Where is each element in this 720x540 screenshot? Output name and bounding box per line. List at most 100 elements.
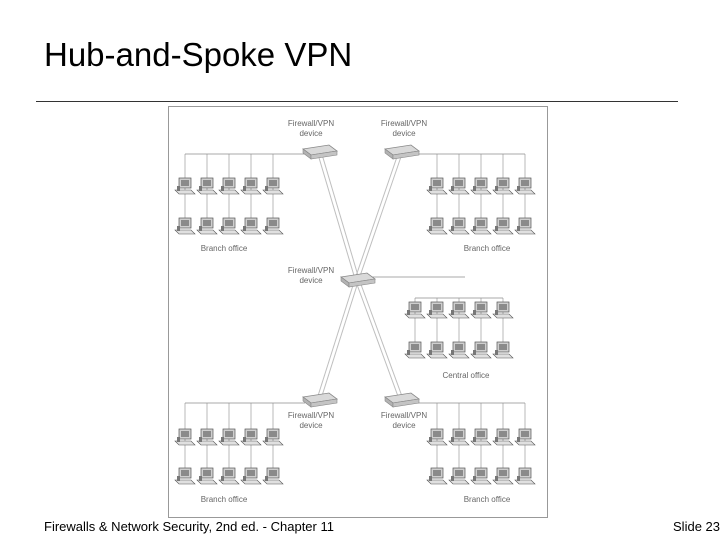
screen <box>269 180 277 186</box>
branch-office-label-top-right: Branch office <box>464 244 511 253</box>
tower <box>177 226 180 231</box>
workstation-icon <box>514 467 536 485</box>
workstation-icon <box>240 177 262 195</box>
firewall-vpn-device <box>383 392 421 408</box>
workstation-icon <box>426 301 448 319</box>
workstation-icon <box>492 301 514 319</box>
tower <box>429 350 432 355</box>
workstation-icon <box>492 341 514 359</box>
screen <box>411 344 419 350</box>
screen <box>433 304 441 310</box>
workstation-icon <box>426 467 448 485</box>
tower <box>473 310 476 315</box>
screen <box>269 220 277 226</box>
branch-office-label-bottom-left: Branch office <box>201 495 248 504</box>
device-label-bottom-left-line2: device <box>299 421 323 430</box>
tower <box>429 226 432 231</box>
screen <box>499 180 507 186</box>
screen <box>433 344 441 350</box>
vpn-tunnel-top-right <box>358 150 404 280</box>
screen <box>181 431 189 437</box>
tower <box>429 437 432 442</box>
tower <box>517 476 520 481</box>
workstation-icon <box>174 467 196 485</box>
tower <box>221 437 224 442</box>
vpn-tunnel-top-left <box>320 150 360 280</box>
screen <box>521 431 529 437</box>
central-office-label: Central office <box>443 371 491 380</box>
branch-office-label-bottom-right: Branch office <box>464 495 511 504</box>
workstation-icon <box>426 428 448 446</box>
workstation-icon <box>492 428 514 446</box>
vpn-tunnel-top-right <box>354 150 400 280</box>
tower <box>407 310 410 315</box>
tower <box>177 437 180 442</box>
workstation-icon <box>448 301 470 319</box>
workstation-icon <box>470 341 492 359</box>
screen <box>455 220 463 226</box>
tower <box>429 476 432 481</box>
workstation-icon <box>492 177 514 195</box>
tower <box>221 226 224 231</box>
device-label-bottom-right-line1: Firewall/VPN <box>381 411 427 420</box>
tower <box>473 186 476 191</box>
screen <box>203 180 211 186</box>
tower <box>473 350 476 355</box>
screen <box>521 220 529 226</box>
screen <box>477 220 485 226</box>
screen <box>521 470 529 476</box>
tower <box>429 186 432 191</box>
workstation-icon <box>426 177 448 195</box>
workstation-icon <box>262 177 284 195</box>
screen <box>225 431 233 437</box>
vpn-tunnel-bottom-right <box>354 278 400 400</box>
screen <box>181 470 189 476</box>
title-divider <box>36 101 678 102</box>
workstation-icon <box>174 217 196 235</box>
workstation-icon <box>240 217 262 235</box>
tower <box>221 186 224 191</box>
workstations <box>174 177 536 485</box>
screen <box>225 180 233 186</box>
screen <box>181 180 189 186</box>
network-diagram: Firewall/VPN device Firewall/VPN device … <box>168 106 548 518</box>
screen <box>181 220 189 226</box>
screen <box>269 431 277 437</box>
tower <box>243 226 246 231</box>
screen <box>411 304 419 310</box>
workstation-icon <box>470 217 492 235</box>
device-label-bottom-left-line1: Firewall/VPN <box>288 411 334 420</box>
tower <box>451 476 454 481</box>
screen <box>455 180 463 186</box>
tower <box>473 226 476 231</box>
tower <box>495 186 498 191</box>
tower <box>451 186 454 191</box>
workstation-icon <box>470 467 492 485</box>
tower <box>265 437 268 442</box>
workstation-icon <box>470 428 492 446</box>
tower <box>243 186 246 191</box>
tower <box>517 186 520 191</box>
firewall-vpn-device <box>301 392 339 408</box>
workstation-icon <box>514 217 536 235</box>
device-label-top-left-line2: device <box>299 129 323 138</box>
tower <box>495 350 498 355</box>
slide-title: Hub-and-Spoke VPN <box>44 36 353 73</box>
tower <box>429 310 432 315</box>
tower <box>199 437 202 442</box>
screen <box>269 470 277 476</box>
tower <box>451 350 454 355</box>
tower <box>265 186 268 191</box>
tower <box>243 476 246 481</box>
workstation-icon <box>196 467 218 485</box>
screen <box>455 431 463 437</box>
screen <box>247 431 255 437</box>
workstation-icon <box>218 217 240 235</box>
firewall-devices <box>301 144 421 408</box>
device-front <box>392 398 420 408</box>
screen <box>499 344 507 350</box>
vpn-tunnel-bottom-left <box>316 278 356 400</box>
screen <box>433 470 441 476</box>
screen <box>477 180 485 186</box>
tower <box>451 226 454 231</box>
